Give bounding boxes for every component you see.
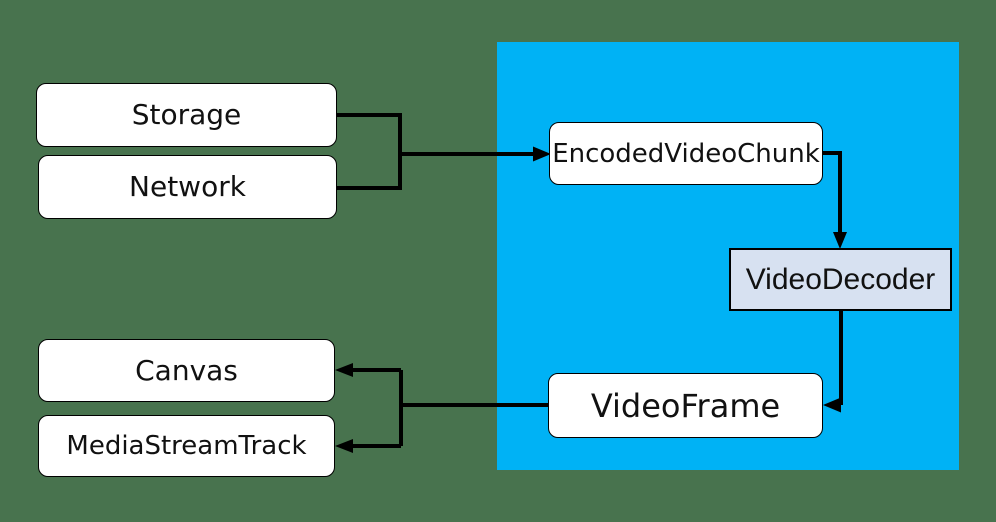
arrowhead-into-mediastreamtrack (335, 439, 353, 453)
node-video-frame-label: VideoFrame (590, 386, 781, 425)
node-canvas: Canvas (38, 339, 335, 402)
node-video-frame: VideoFrame (548, 373, 823, 438)
node-encoded-video-chunk: EncodedVideoChunk (549, 122, 823, 185)
node-network-label: Network (129, 170, 246, 203)
node-canvas-label: Canvas (135, 353, 238, 387)
node-video-decoder: VideoDecoder (729, 248, 952, 311)
node-storage: Storage (36, 83, 337, 147)
node-media-stream-track-label: MediaStreamTrack (66, 431, 307, 461)
arrowhead-into-canvas (335, 363, 353, 377)
node-video-decoder-label: VideoDecoder (745, 262, 936, 296)
node-network: Network (38, 155, 337, 219)
node-storage-label: Storage (131, 98, 242, 131)
node-encoded-video-chunk-label: EncodedVideoChunk (552, 138, 820, 169)
node-media-stream-track: MediaStreamTrack (38, 415, 335, 477)
